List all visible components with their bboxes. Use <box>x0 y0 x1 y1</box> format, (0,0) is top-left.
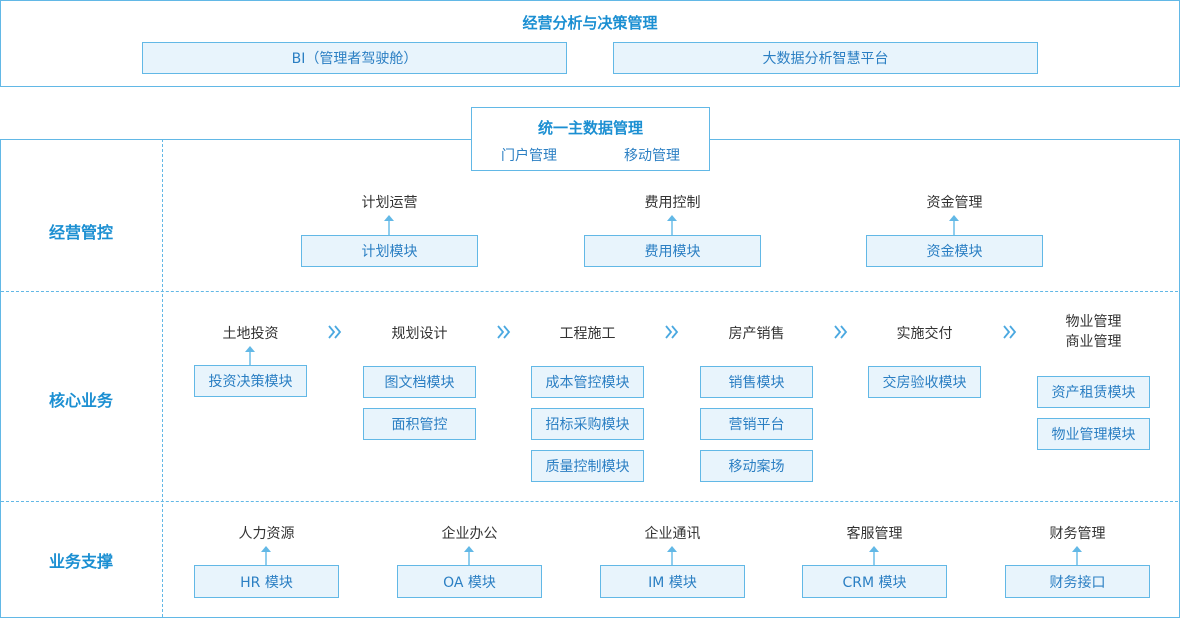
stage-delivery: 实施交付 <box>896 326 953 342</box>
stage-design: 规划设计 <box>391 326 448 342</box>
stage-commercial: 商业管理 <box>1065 334 1122 350</box>
module-leasing: 资产租赁模块 <box>1037 376 1150 408</box>
bigdata-box: 大数据分析智慧平台 <box>613 42 1038 74</box>
module-cost-control: 成本管控模块 <box>531 366 644 398</box>
ywzc-module-finance: 财务接口 <box>1005 565 1150 598</box>
double-chevron-right-icon <box>328 325 342 339</box>
stage-construction: 工程施工 <box>559 326 616 342</box>
ywzc-label-oa: 企业办公 <box>441 526 498 542</box>
module-property: 物业管理模块 <box>1037 418 1150 450</box>
ywzc-module-crm: CRM 模块 <box>802 565 947 598</box>
mdm-title: 统一主数据管理 <box>537 119 643 137</box>
ywzc-label-finance: 财务管理 <box>1049 526 1106 542</box>
section-divider-1 <box>1 291 1178 292</box>
module-investment: 投资决策模块 <box>194 365 307 397</box>
module-quality: 质量控制模块 <box>531 450 644 482</box>
mdm-box <box>471 107 710 171</box>
stage-property: 物业管理 <box>1065 314 1122 330</box>
top-title: 经营分析与决策管理 <box>522 14 658 32</box>
mdm-portal: 门户管理 <box>501 148 557 164</box>
arrow-up-icon <box>1072 546 1082 566</box>
section-hxyw: 核心业务 <box>48 391 113 410</box>
double-chevron-right-icon <box>665 325 679 339</box>
module-area: 面积管控 <box>363 408 476 440</box>
arrow-up-icon <box>245 346 255 366</box>
module-drawing: 图文档模块 <box>363 366 476 398</box>
section-jygk: 经营管控 <box>48 223 113 242</box>
arrow-up-icon <box>464 546 474 566</box>
module-marketing: 营销平台 <box>700 408 813 440</box>
section-divider-2 <box>1 501 1178 502</box>
jygk-label-plan: 计划运营 <box>361 195 418 211</box>
ywzc-module-im: IM 模块 <box>600 565 745 598</box>
section-divider-vertical <box>162 139 163 617</box>
arrow-up-icon <box>949 215 959 235</box>
jygk-module-fund: 资金模块 <box>866 235 1043 267</box>
jygk-label-fund: 资金管理 <box>926 195 983 211</box>
arrow-up-icon <box>261 546 271 566</box>
stage-sales: 房产销售 <box>728 326 785 342</box>
double-chevron-right-icon <box>834 325 848 339</box>
stage-land: 土地投资 <box>222 326 279 342</box>
ywzc-label-crm: 客服管理 <box>846 526 903 542</box>
ywzc-module-hr: HR 模块 <box>194 565 339 598</box>
module-mobile-case: 移动案场 <box>700 450 813 482</box>
module-tender: 招标采购模块 <box>531 408 644 440</box>
arrow-up-icon <box>384 215 394 235</box>
double-chevron-right-icon <box>497 325 511 339</box>
ywzc-module-oa: OA 模块 <box>397 565 542 598</box>
module-sales: 销售模块 <box>700 366 813 398</box>
ywzc-label-im: 企业通讯 <box>644 526 701 542</box>
module-handover: 交房验收模块 <box>868 366 981 398</box>
jygk-label-cost: 费用控制 <box>644 195 701 211</box>
double-chevron-right-icon <box>1003 325 1017 339</box>
arrow-up-icon <box>667 546 677 566</box>
bi-box: BI（管理者驾驶舱） <box>142 42 567 74</box>
jygk-module-plan: 计划模块 <box>301 235 478 267</box>
arrow-up-icon <box>667 215 677 235</box>
section-ywzc: 业务支撑 <box>48 552 113 571</box>
ywzc-label-hr: 人力资源 <box>238 526 295 542</box>
mdm-mobile: 移动管理 <box>624 148 680 164</box>
jygk-module-cost: 费用模块 <box>584 235 761 267</box>
arrow-up-icon <box>869 546 879 566</box>
